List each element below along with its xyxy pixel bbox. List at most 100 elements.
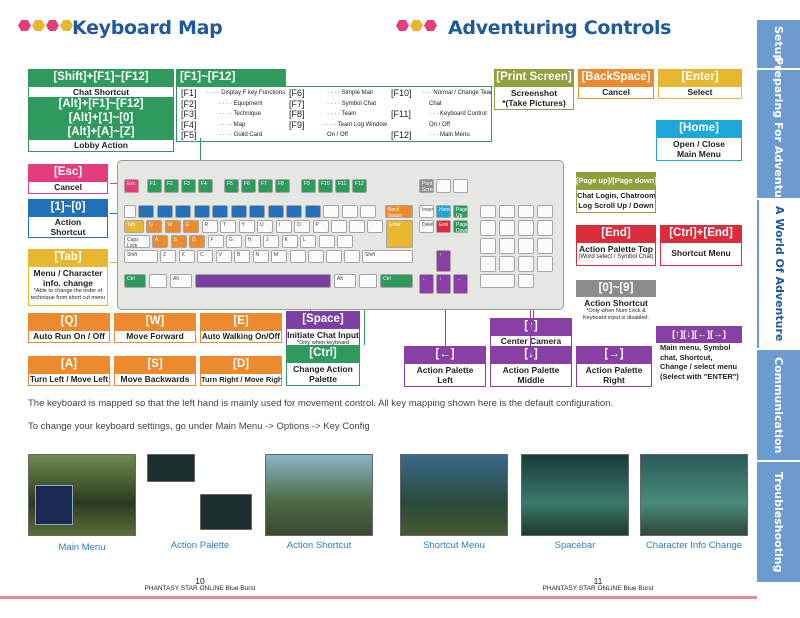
key-tilde [124,205,136,218]
fkey-label: [F1] [181,88,207,99]
callout-text: Cancel [28,181,108,194]
callout-text: Move Forward [114,330,196,343]
key-ro [344,250,360,263]
key-number-2 [175,205,191,218]
key-number-5 [231,205,247,218]
fkey-row: Chat [391,99,492,110]
callout-d: [D] Turn Right / Move Right [200,356,282,386]
caption-main-menu: Main Menu [28,542,136,553]
callout-text: Auto Walking On/Off [200,330,282,343]
key-win [149,274,167,288]
callout-text: Chat Login, ChatroomLog Scroll Up / Down [576,189,656,213]
screenshot-character-info [640,454,748,536]
callout-header: [W] [114,313,196,330]
key-y: Y [239,220,255,233]
callout-text: Turn Left / Move Left [28,373,110,386]
fkey-label: [F8] [289,109,327,120]
callout-text: Cancel [578,86,654,99]
hex-decoration-left [18,20,73,31]
key-c: C [197,250,213,263]
key-g: G [226,235,242,248]
callout-q: [Q] Auto Run On / Off [28,313,110,343]
numpad-key [499,256,515,272]
fkeys-table: [F1]· · · · Display F key Functions[F2]·… [176,86,492,142]
callout-header: [Ctrl]+[End] [660,225,742,242]
key-f3: F3 [181,179,196,193]
fkey-function: · · · Normal / Change Team [422,88,492,99]
callout-header: [Esc] [28,164,108,181]
fkey-function: · · · · Display F key Functions [207,88,285,99]
key-e: E [183,220,199,233]
sidebar-tab-world[interactable]: A World Of Adventure [757,200,800,348]
sidebar-tab-communication[interactable]: Communication [757,350,800,460]
callout-backspace: [BackSpace] Cancel [578,69,654,99]
key-number-11 [342,205,358,218]
callout-text: Open / CloseMain Menu [656,137,742,161]
fkey-row: [F7]· · · · Symbol Chat [289,99,387,110]
callout-number-keys: [1]~[0] ActionShortcut [28,199,108,238]
caption-action-palette: Action Palette [146,540,254,551]
key-f5: F5 [224,179,239,193]
callout-header: [0]~[9] [576,280,656,297]
fkey-row: [F5]· · · · Guild Card [181,130,285,141]
key-number-6 [249,205,265,218]
key-esc: Esc [124,179,139,193]
fkey-function: · · · · Technique [219,109,261,120]
key-f11: F11 [335,179,350,193]
fkey-function: Chat [429,99,442,110]
callout-text: Change ActionPalette [286,362,360,386]
numpad-key [518,238,534,254]
fkey-function: · · · · Map [219,120,245,131]
callout-left: [←] Action PaletteLeft [404,346,486,387]
sidebar-tab-preparing[interactable]: Preparing For Adventure [757,70,800,198]
fkey-row: [F10]· · · Normal / Change Team [391,88,492,99]
key-o: O [294,220,310,233]
callout-header: [Ctrl] [286,345,360,362]
sidebar-tab-troubleshooting[interactable]: Troubleshooting [757,462,800,582]
callout-header: [F1]~[F12] [176,69,286,86]
callout-numpad: [0]~[9] Action Shortcut*Only when Num Lo… [576,280,656,327]
numpad-key [518,220,534,236]
key-backslash [367,220,383,233]
fkey-label: [F6] [289,88,327,99]
callout-header: [Page up]/[Page down] [576,172,656,189]
callout-header: [Tab] [28,249,108,266]
key-l: L [300,235,316,248]
fkey-function: · · · · Symbol Chat [327,99,376,110]
callout-a: [A] Turn Left / Move Left [28,356,110,386]
callout-text: Menu / Characterinfo. change *Able to ch… [28,266,108,306]
numpad-key [518,205,534,218]
callout-text: Shortcut Menu [660,242,742,266]
key-alt-left: Alt [170,274,192,288]
key-f12: F12 [352,179,367,193]
key-print-screen: Print Screen [419,179,434,193]
key-scroll-lock [436,179,451,193]
numpad-key [499,205,515,218]
fkey-label [391,120,429,131]
key-h: H [245,235,261,248]
key-end: End [436,220,451,233]
key-tab: Tab [124,220,144,233]
fkey-function: On / Off [327,130,348,141]
page-number-right: 11 [528,577,668,585]
callout-text: Auto Run On / Off [28,330,110,343]
callout-header: [↓] [490,346,572,363]
key-number-4 [212,205,228,218]
screenshot-action-palette-1 [147,454,195,482]
fkey-label: [F7] [289,99,327,110]
screenshot-action-palette-2 [200,494,252,530]
body-paragraph-2: To change your keyboard settings, go und… [28,421,748,432]
fkey-row: [F2]· · · · Equipment [181,99,285,110]
keyboard-diagram: Esc Print Screen Back Space Insert Home … [117,160,564,310]
screenshot-main-menu [28,454,136,536]
key-j: J [263,235,279,248]
callout-header: [Print Screen] [494,69,574,86]
callout-header: [End] [576,225,656,242]
callout-header: [Shift]+[F1]~[F12] [28,69,174,86]
key-delete: Delete [419,220,434,233]
callout-print-screen: [Print Screen] Screenshot*(Take Pictures… [494,69,574,110]
